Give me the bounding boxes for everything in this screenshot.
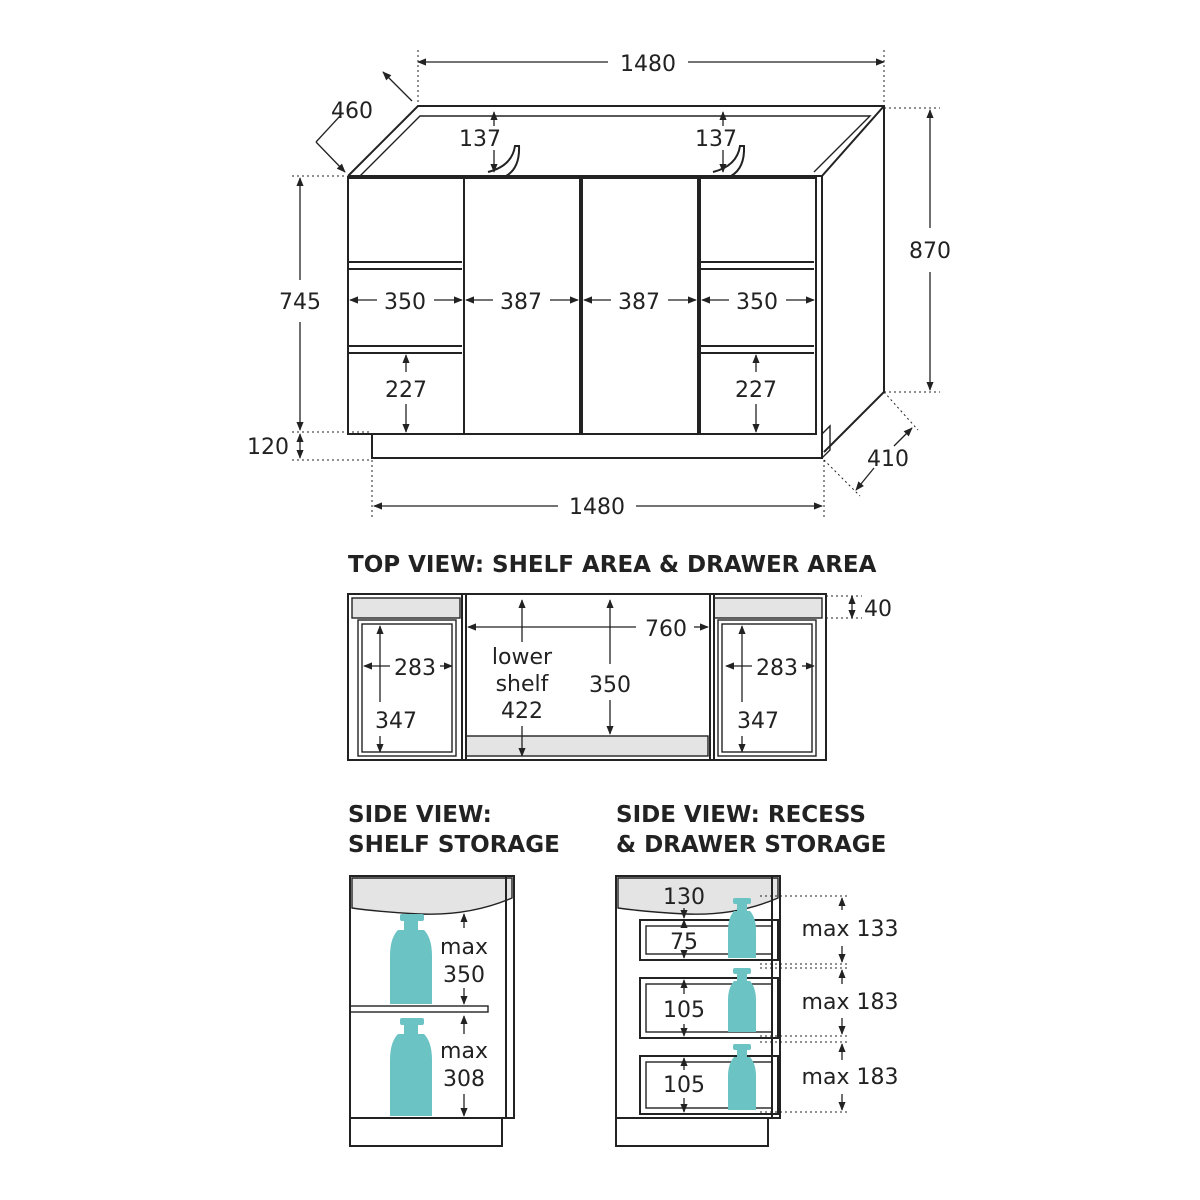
label-plinth: 120	[247, 435, 289, 460]
label-edge: 40	[864, 597, 892, 622]
label-width-top: 1480	[620, 52, 676, 77]
label-drawer-left-w: 350	[384, 290, 426, 315]
dim-line-plinth-depth	[855, 467, 875, 491]
top-view-title: TOP VIEW: SHELF AREA & DRAWER AREA	[348, 552, 877, 578]
label-height-body: 745	[279, 290, 321, 315]
basin-rim	[359, 115, 872, 177]
label-height-total: 870	[909, 239, 951, 264]
label-d3: 105	[663, 1073, 705, 1098]
plinth-return	[821, 424, 831, 459]
label-right-d: 347	[737, 709, 779, 734]
label-door-left-w: 387	[500, 290, 542, 315]
label-recess: 130	[663, 885, 705, 910]
side-shelf-title-2: SHELF STORAGE	[348, 832, 560, 858]
left-drawer-gaps	[348, 261, 462, 354]
drawer-1-inner	[645, 925, 773, 955]
plinth	[371, 434, 823, 459]
right-drawer-back-panel	[713, 597, 823, 619]
label-shelf-upper-2: 350	[443, 963, 485, 988]
right-drawer-stack	[699, 177, 817, 435]
label-tap-left: 137	[459, 127, 501, 152]
side-drawer-title-1: SIDE VIEW: RECESS	[616, 802, 866, 828]
tap-left-icon	[487, 145, 521, 177]
drawer-2	[639, 977, 779, 1039]
side-view-shelf: SIDE VIEW: SHELF STORAGE max 350 max 308	[348, 802, 560, 1147]
left-drawer-box-inner	[361, 623, 453, 753]
label-lower-shelf-2: shelf	[496, 672, 550, 697]
bottle-drawer-2-icon	[728, 968, 756, 1032]
label-drawer-right-h: 227	[735, 378, 777, 403]
label-plinth-depth: 410	[867, 447, 909, 472]
shelf-board	[349, 1005, 489, 1013]
label-d2: 105	[663, 998, 705, 1023]
side-view-drawer: SIDE VIEW: RECESS & DRAWER STORAGE	[615, 802, 899, 1147]
label-center-d: 350	[589, 673, 631, 698]
label-drawer-left-h: 227	[385, 378, 427, 403]
drawer-plinth	[615, 1117, 769, 1147]
label-lower-shelf-1: lower	[492, 645, 553, 670]
label-shelf-lower-2: 308	[443, 1067, 485, 1092]
top-view-outline	[347, 593, 827, 761]
drawer-2-inner	[645, 983, 773, 1033]
label-tap-right: 137	[695, 127, 737, 152]
drawer-3-inner	[645, 1061, 773, 1109]
dim-line-depth	[382, 71, 413, 102]
ext-line	[823, 459, 861, 497]
lower-shelf-front-panel	[465, 735, 709, 757]
dim-line-plinth-depth	[893, 427, 913, 447]
bottle-upper-icon	[390, 914, 432, 1004]
door-left	[463, 177, 581, 435]
basin-profile	[351, 877, 513, 915]
cabinet-back-outline	[347, 105, 885, 453]
label-left-d: 347	[375, 709, 417, 734]
left-drawer-back-panel	[351, 597, 461, 619]
right-drawer-gaps	[700, 261, 814, 354]
bottle-lower-icon	[390, 1018, 432, 1116]
label-center-w: 760	[645, 617, 687, 642]
dim-line-depth	[315, 115, 341, 143]
label-left-w: 283	[394, 656, 436, 681]
right-drawer-box	[717, 619, 817, 757]
door-right	[581, 177, 699, 435]
label-max2: max 183	[802, 990, 899, 1015]
front-view: 1480 460 137 137 870 745 120 41	[247, 50, 951, 520]
ext-line	[883, 391, 919, 431]
bottle-drawer-3-icon	[728, 1044, 756, 1110]
label-lower-shelf-val: 422	[501, 699, 543, 724]
shelf-plinth	[349, 1117, 503, 1147]
side-drawer-title-2: & DRAWER STORAGE	[616, 832, 886, 858]
drawer-1	[639, 919, 779, 961]
label-depth-top: 460	[331, 99, 373, 124]
label-width-bottom: 1480	[569, 495, 625, 520]
right-drawer-box-inner	[721, 623, 813, 753]
top-view: TOP VIEW: SHELF AREA & DRAWER AREA 40 76…	[347, 552, 892, 761]
bottle-drawer-1-icon	[728, 898, 756, 958]
label-max3: max 183	[802, 1065, 899, 1090]
partitions	[461, 594, 715, 760]
label-shelf-lower-1: max	[440, 1039, 488, 1064]
dim-line-depth	[315, 141, 346, 173]
label-shelf-upper-1: max	[440, 935, 488, 960]
label-right-w: 283	[756, 656, 798, 681]
drawer-3	[639, 1055, 779, 1115]
label-door-right-w: 387	[618, 290, 660, 315]
left-drawer-box	[357, 619, 457, 757]
label-d1: 75	[670, 930, 698, 955]
label-max1: max 133	[802, 917, 899, 942]
side-shelf-title-1: SIDE VIEW:	[348, 802, 492, 828]
label-drawer-right-w: 350	[736, 290, 778, 315]
